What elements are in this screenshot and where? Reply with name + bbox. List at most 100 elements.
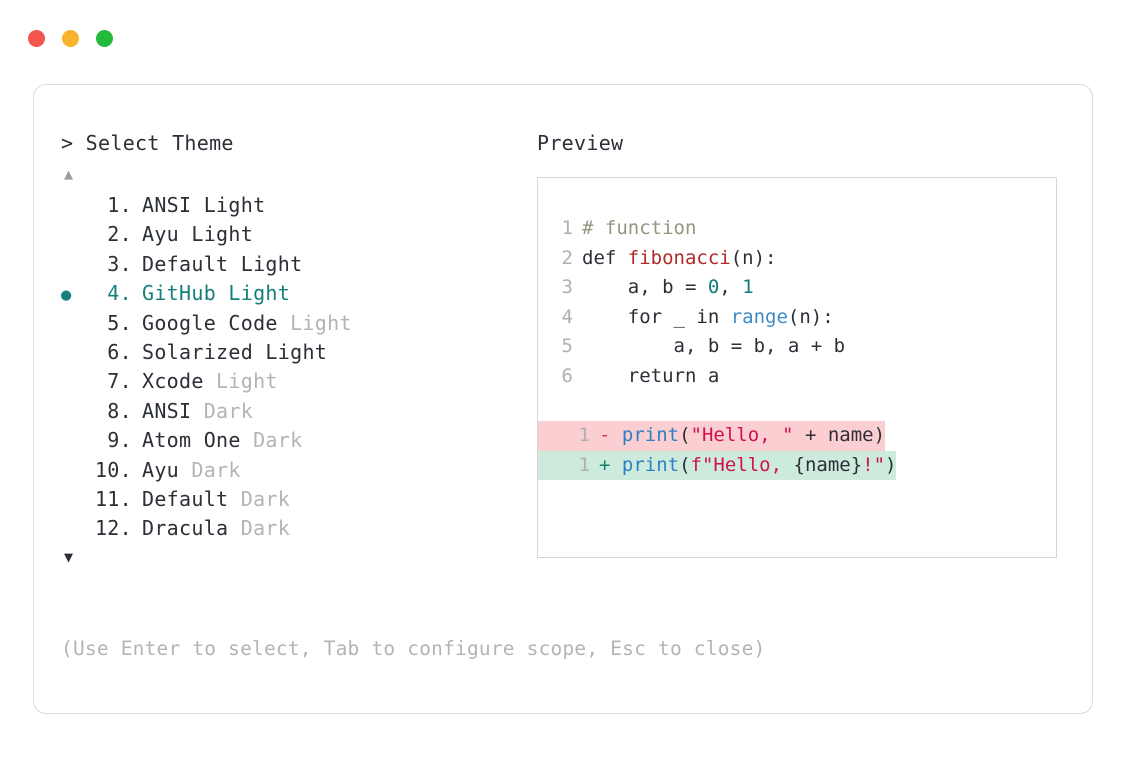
theme-item-variant: Light bbox=[191, 222, 254, 247]
code-text: return a bbox=[582, 362, 720, 392]
code-token: "Hello, " bbox=[690, 424, 794, 447]
line-number: 4 bbox=[561, 305, 573, 328]
code-token: # function bbox=[582, 217, 697, 239]
selection-bullet-icon bbox=[61, 516, 88, 545]
theme-item-variant: Dark bbox=[240, 486, 291, 511]
code-token: f"Hello, bbox=[690, 453, 794, 476]
theme-item-variant: Light bbox=[228, 281, 291, 306]
diff-line-filler bbox=[896, 450, 1056, 481]
card-body: > Select Theme ▲ 1. ANSI Light 2. Ayu Ligh… bbox=[34, 85, 1092, 713]
code-text: for _ in range(n): bbox=[582, 303, 834, 333]
selection-bullet-icon bbox=[61, 487, 88, 516]
theme-item-name: Default bbox=[142, 251, 241, 276]
theme-list-item[interactable]: 12.Dracula Dark bbox=[61, 514, 531, 543]
selection-bullet-icon bbox=[61, 458, 88, 487]
theme-item-name: Ayu bbox=[142, 457, 192, 482]
theme-list-item[interactable]: 10. Ayu Dark bbox=[61, 456, 531, 485]
code-token: ( bbox=[679, 453, 691, 476]
theme-list-item[interactable]: 2. Ayu Light bbox=[61, 220, 531, 249]
selection-bullet-icon bbox=[61, 399, 88, 428]
theme-list-item[interactable]: 5.Google Code Light bbox=[61, 309, 531, 338]
prompt-label: > Select Theme bbox=[61, 131, 234, 155]
code-token: , bbox=[719, 276, 743, 299]
theme-item-name: GitHub bbox=[142, 281, 229, 306]
scroll-down-icon[interactable]: ▼ bbox=[64, 547, 74, 566]
code-token: return a bbox=[582, 364, 720, 387]
theme-item-index: 9. bbox=[94, 428, 132, 453]
theme-list-item[interactable]: 11.Default Dark bbox=[61, 485, 531, 514]
theme-item-variant: Dark bbox=[253, 428, 303, 453]
diff-line-number: 1 bbox=[578, 453, 590, 476]
theme-list-item[interactable]: 7. Xcode Light bbox=[61, 367, 531, 396]
diff-line-filler bbox=[885, 421, 1056, 451]
diff-line-add: 1+ print(f"Hello, {name}!") bbox=[538, 450, 1056, 481]
code-token: (n): bbox=[787, 305, 834, 328]
code-token: a, b = bbox=[582, 276, 708, 299]
theme-item-index: 6. bbox=[94, 339, 132, 364]
selection-bullet-icon bbox=[61, 340, 88, 369]
line-number: 3 bbox=[561, 276, 573, 299]
code-token: !" bbox=[862, 453, 886, 476]
diff-marker: + bbox=[599, 453, 622, 476]
diff-block: 1- print("Hello, " + name)1+ print(f"Hel… bbox=[538, 421, 1056, 481]
theme-item-variant: Light bbox=[216, 369, 278, 394]
theme-list-item[interactable]: 3. Default Light bbox=[61, 250, 531, 279]
theme-item-name: ANSI bbox=[142, 193, 204, 217]
theme-list-item[interactable]: 1.ANSI Light bbox=[61, 191, 531, 220]
theme-list-item[interactable]: 9. Atom One Dark bbox=[61, 426, 531, 455]
line-number: 1 bbox=[561, 217, 573, 239]
theme-item-variant: Light bbox=[240, 251, 303, 276]
maximize-window-button[interactable] bbox=[96, 30, 113, 47]
theme-item-variant: Dark bbox=[191, 457, 241, 482]
code-token: 1 bbox=[742, 276, 754, 299]
code-token: + name) bbox=[793, 424, 886, 447]
window-controls bbox=[28, 30, 113, 47]
theme-item-index: 11. bbox=[94, 486, 132, 511]
theme-item-index: 4. bbox=[94, 281, 132, 306]
selection-bullet-icon: ● bbox=[61, 285, 72, 306]
theme-item-name: Ayu bbox=[142, 222, 192, 247]
theme-item-variant: Dark bbox=[240, 516, 291, 541]
theme-item-index: 1. bbox=[94, 193, 132, 217]
code-token: range bbox=[730, 305, 788, 328]
close-window-button[interactable] bbox=[28, 30, 45, 47]
minimize-window-button[interactable] bbox=[62, 30, 79, 47]
diff-line-del: 1- print("Hello, " + name) bbox=[538, 421, 1056, 451]
theme-item-variant: Dark bbox=[203, 398, 254, 423]
diff-marker: - bbox=[599, 424, 622, 447]
selection-bullet-icon bbox=[61, 222, 88, 251]
theme-item-index: 2. bbox=[94, 222, 132, 247]
theme-list-item[interactable]: ● 4. GitHub Light bbox=[61, 279, 531, 308]
line-number: 5 bbox=[561, 335, 573, 358]
code-text: # function bbox=[582, 214, 696, 244]
code-token: ) bbox=[885, 453, 897, 476]
theme-item-index: 10. bbox=[94, 457, 132, 482]
selection-bullet-icon bbox=[61, 428, 88, 457]
theme-item-name: Xcode bbox=[142, 369, 217, 394]
code-token: fibonacci bbox=[627, 246, 731, 269]
selection-bullet-icon bbox=[61, 311, 88, 340]
theme-list-item[interactable]: 8.ANSI Dark bbox=[61, 397, 531, 426]
code-token: a, b = b, a + b bbox=[582, 335, 846, 358]
code-token: ( bbox=[679, 424, 691, 447]
scroll-up-icon[interactable]: ▲ bbox=[64, 165, 74, 183]
code-spacer bbox=[538, 392, 1056, 422]
keyboard-hint: (Use Enter to select, Tab to configure s… bbox=[61, 637, 766, 660]
code-text: a, b = 0, 1 bbox=[582, 273, 754, 303]
theme-item-name: Solarized bbox=[142, 339, 266, 364]
theme-item-index: 3. bbox=[94, 251, 132, 276]
theme-list-item[interactable]: 6.Solarized Light bbox=[61, 338, 531, 367]
code-text: a, b = b, a + b bbox=[582, 332, 846, 362]
code-line: 4 for _ in range(n): bbox=[538, 303, 1056, 333]
code-line: 5 a, b = b, a + b bbox=[538, 332, 1056, 362]
code-token: 0 bbox=[707, 276, 720, 299]
theme-item-name: Atom One bbox=[142, 428, 254, 453]
code-token: (n): bbox=[730, 246, 777, 269]
selection-bullet-icon bbox=[61, 252, 88, 281]
preview-title: Preview bbox=[537, 131, 624, 155]
theme-item-index: 7. bbox=[94, 369, 132, 394]
code-token: def bbox=[582, 246, 628, 269]
